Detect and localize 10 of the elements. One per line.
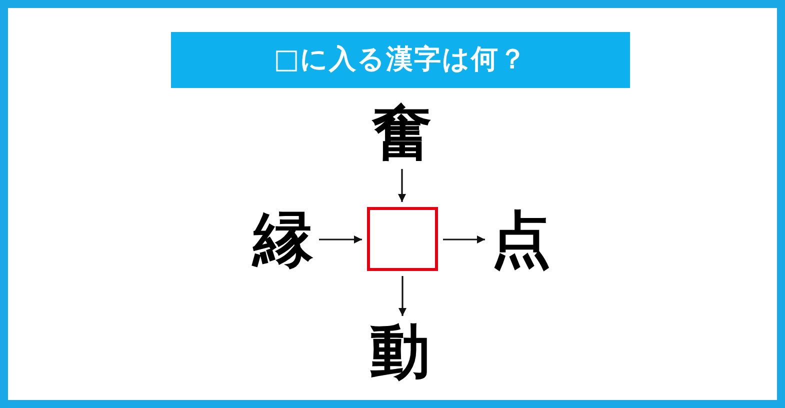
kanji-character: 点 — [490, 209, 552, 271]
arrow — [319, 236, 362, 244]
kanji-character: 縁 — [252, 209, 314, 271]
arrow — [398, 169, 406, 202]
arrow — [443, 236, 485, 244]
kanji-character: 動 — [369, 321, 431, 383]
answer-box — [367, 207, 438, 271]
title-banner: □に入る漢字は何？ — [171, 32, 630, 88]
arrow — [398, 276, 406, 316]
kanji-character: 奮 — [371, 102, 433, 164]
